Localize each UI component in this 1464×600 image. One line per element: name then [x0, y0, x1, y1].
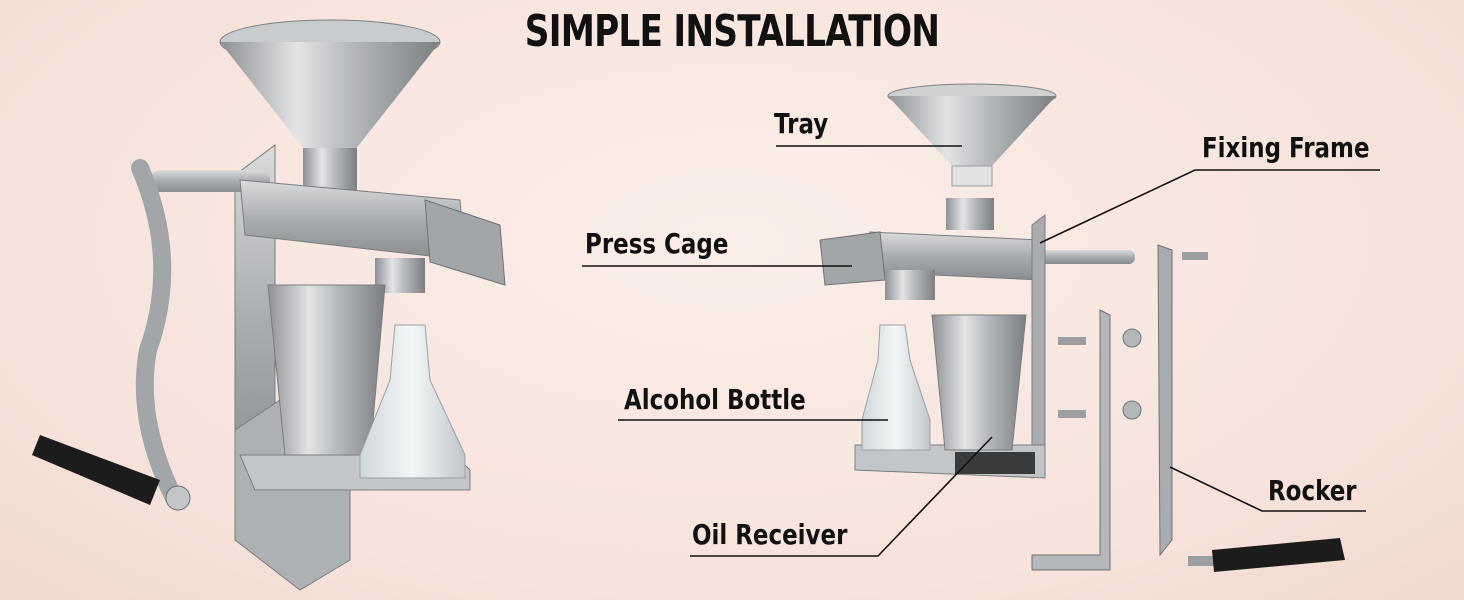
- exploded-bolts: [1058, 252, 1208, 420]
- exploded-handle: [1188, 538, 1345, 572]
- page-title: SIMPLE INSTALLATION: [524, 6, 940, 57]
- exploded-tray: [887, 83, 1057, 187]
- exploded-alcohol-bottle: [861, 324, 931, 451]
- label-fixing-frame: Fixing Frame: [1202, 131, 1370, 164]
- assembled-funnel: [219, 19, 441, 198]
- exploded-bracket: [1031, 309, 1111, 571]
- label-oil-receiver: Oil Receiver: [692, 518, 848, 551]
- assembled-press-cage: [150, 170, 506, 293]
- exploded-rocker: [1157, 244, 1173, 557]
- label-press-cage: Press Cage: [585, 227, 729, 260]
- assembled-crank: [32, 159, 191, 511]
- exploded-oil-receiver: [931, 314, 1027, 451]
- label-rocker: Rocker: [1268, 474, 1357, 507]
- exploded-press-cage: [819, 198, 1135, 300]
- exploded-fixing-frame: [854, 213, 1046, 479]
- label-tray: Tray: [774, 107, 829, 140]
- assembled-cup: [267, 284, 386, 456]
- label-alcohol-bottle: Alcohol Bottle: [624, 383, 806, 416]
- assembled-bottle: [359, 324, 466, 479]
- leader-lines: [582, 145, 1380, 557]
